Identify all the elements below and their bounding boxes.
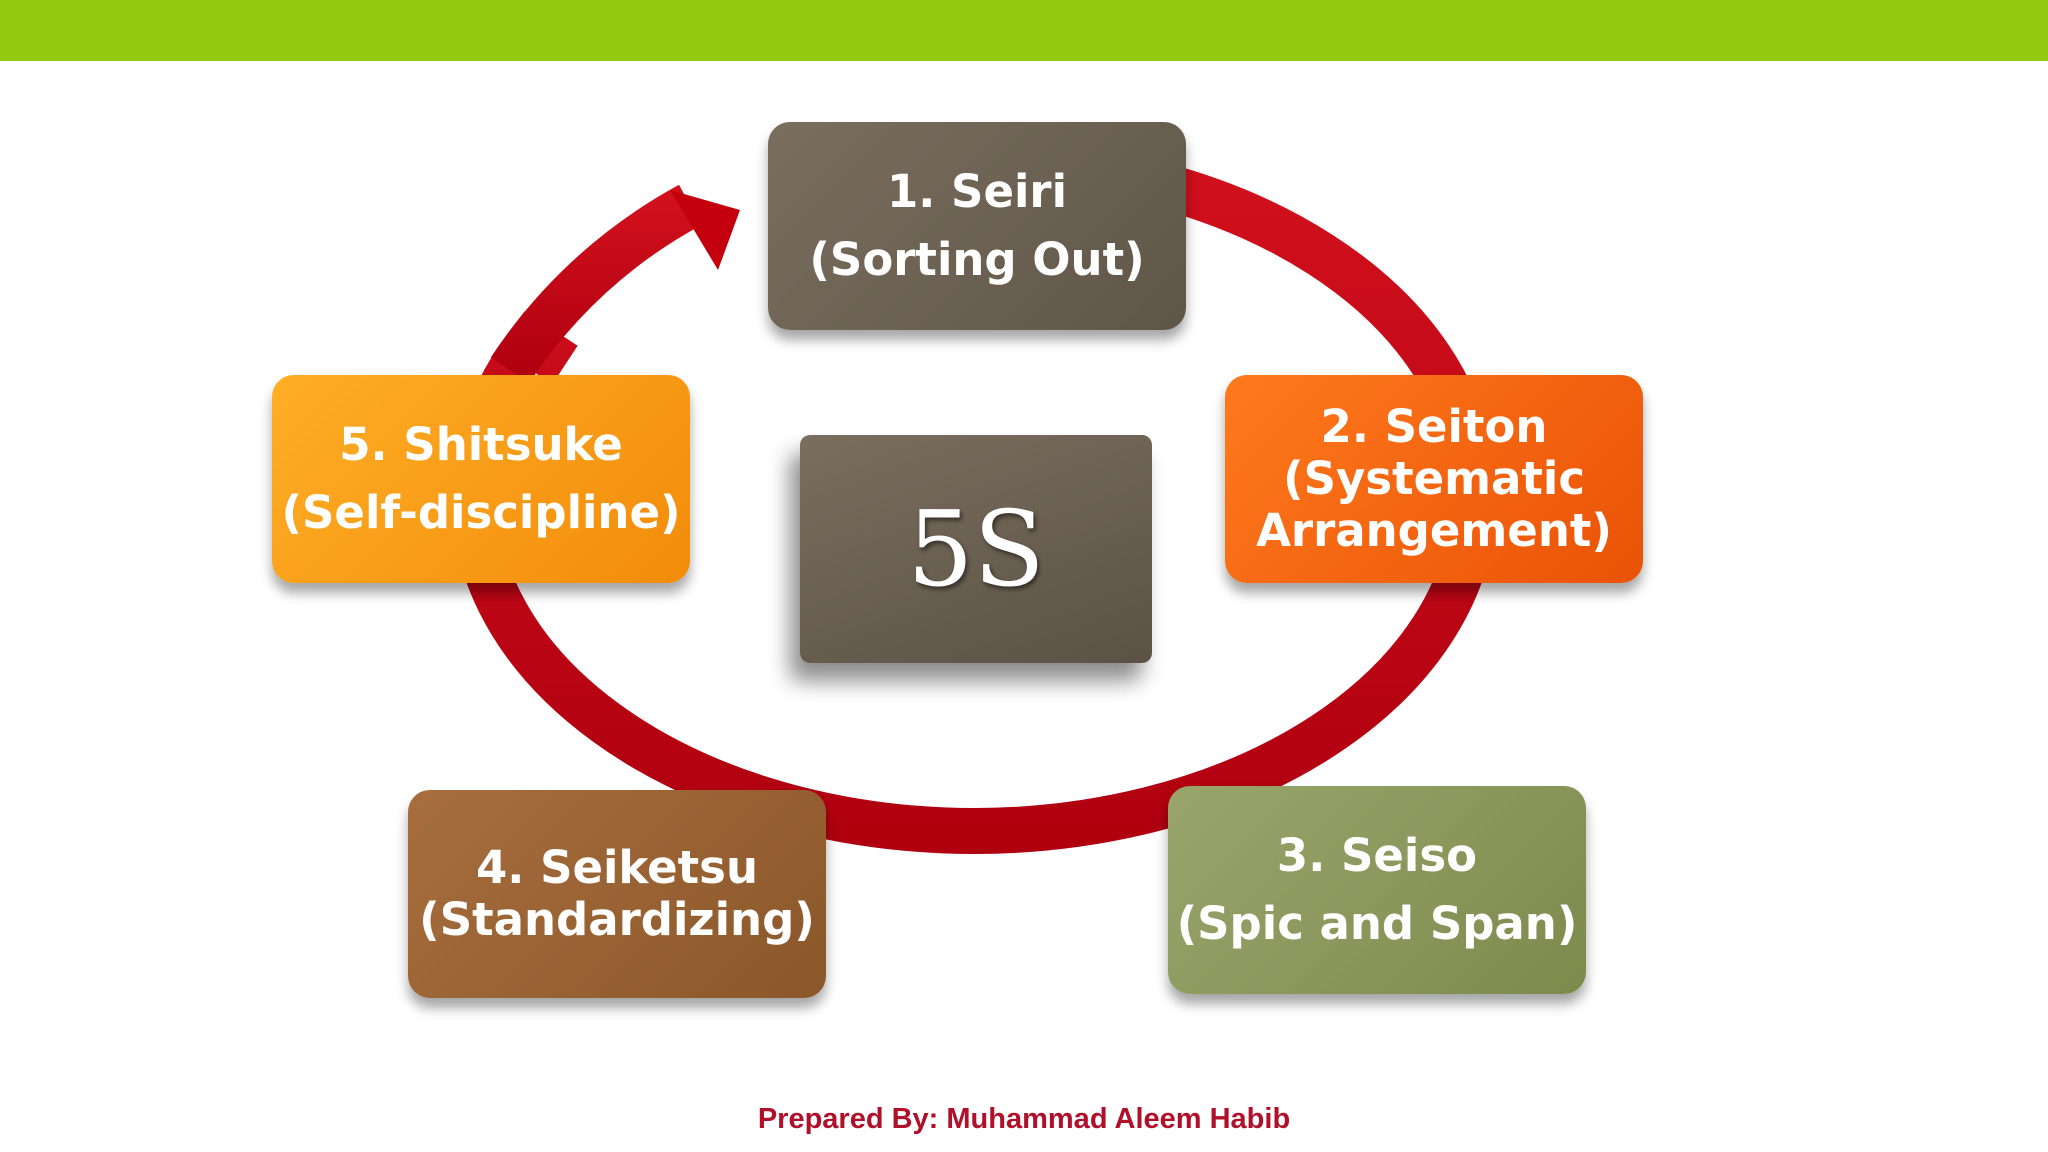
cycle-ring-upper-left: [490, 184, 702, 383]
center-5s-box: 5S: [800, 435, 1152, 663]
arrow-head: [670, 190, 740, 270]
step-subtitle-line2: Arrangement): [1256, 503, 1612, 557]
step-seiton: 2. Seiton (Systematic Arrangement): [1225, 375, 1643, 583]
step-subtitle: (Self-discipline): [281, 486, 681, 539]
cycle-ring: [451, 162, 1498, 854]
step-title: 2. Seiton: [1320, 400, 1548, 454]
center-label: 5S: [907, 488, 1045, 610]
step-title: 1. Seiri: [886, 165, 1068, 219]
footer-credit: Prepared By: Muhammad Aleem Habib: [757, 1103, 1291, 1135]
step-subtitle: (Sorting Out): [809, 233, 1145, 286]
step-subtitle: (Systematic: [1283, 452, 1585, 506]
step-seiketsu: 4. Seiketsu (Standardizing): [408, 790, 826, 998]
step-subtitle: (Standardizing): [419, 893, 815, 946]
step-seiri: 1. Seiri (Sorting Out): [768, 122, 1186, 330]
step-subtitle: (Spic and Span): [1176, 897, 1578, 950]
top-accent-bar: [0, 0, 2048, 61]
step-title: 3. Seiso: [1276, 829, 1478, 883]
step-title: 5. Shitsuke: [339, 418, 623, 472]
step-title: 4. Seiketsu: [476, 841, 758, 895]
step-seiso: 3. Seiso (Spic and Span): [1168, 786, 1586, 994]
step-shitsuke: 5. Shitsuke (Self-discipline): [272, 375, 690, 583]
